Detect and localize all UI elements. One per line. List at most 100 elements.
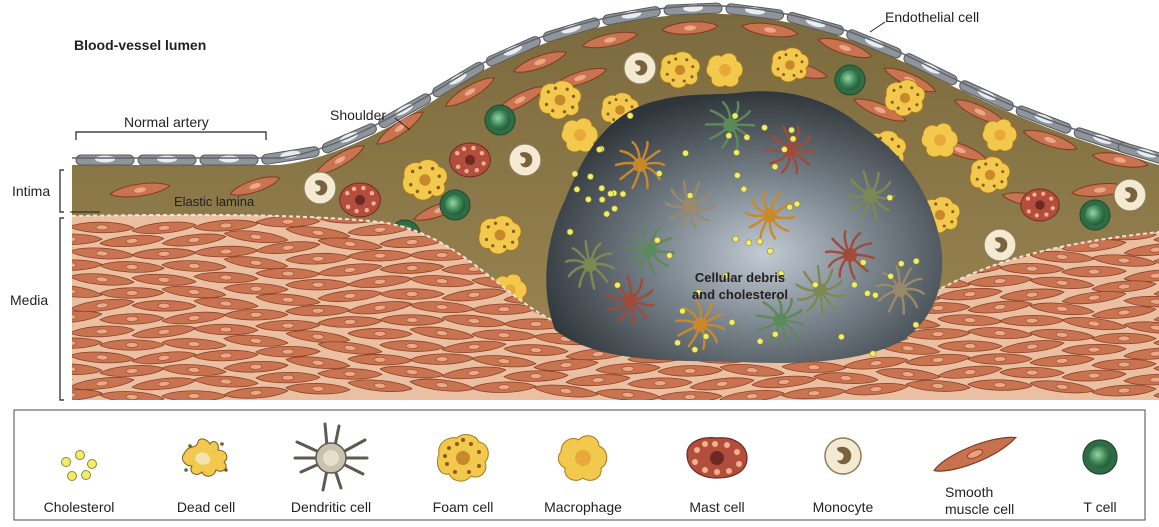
shoulder-label: Shoulder xyxy=(330,107,386,123)
cholesterol-crystal xyxy=(692,347,698,353)
cholesterol-crystal xyxy=(787,204,793,210)
cholesterol-crystal xyxy=(772,164,778,170)
cholesterol-crystal xyxy=(887,195,893,201)
legend-label-mast-cell: Mast cell xyxy=(689,499,744,515)
cholesterol-crystal xyxy=(572,171,578,177)
legend-label-smooth-muscle-line2: muscle cell xyxy=(945,501,1014,517)
cholesterol-crystal xyxy=(757,338,763,344)
t-cell-icon xyxy=(1083,440,1117,474)
smooth-muscle-cell xyxy=(1092,333,1156,344)
smooth-muscle-cell xyxy=(8,268,73,285)
legend-label-cholesterol: Cholesterol xyxy=(44,499,115,515)
smooth-muscle-cell xyxy=(8,374,72,387)
cholesterol-crystal xyxy=(599,185,605,191)
cholesterol-crystal xyxy=(585,196,591,202)
cholesterol-crystal xyxy=(812,282,818,288)
normal-artery-label: Normal artery xyxy=(124,114,209,130)
cholesterol-crystal xyxy=(596,147,602,153)
smooth-muscle-cell xyxy=(8,346,73,362)
cholesterol-crystal xyxy=(679,308,685,314)
cholesterol-crystal xyxy=(729,319,735,325)
mast-cell-icon xyxy=(687,438,747,478)
intima-label: Intima xyxy=(12,183,50,199)
cholesterol-crystal xyxy=(687,193,693,199)
monocyte xyxy=(984,229,1016,261)
mast-cell xyxy=(1021,189,1059,221)
cholesterol-crystal xyxy=(746,240,752,246)
monocyte xyxy=(509,144,541,176)
legend-label-smooth-muscle-line1: Smooth xyxy=(945,484,993,500)
monocyte-icon xyxy=(825,438,861,474)
smooth-muscle-cell xyxy=(162,391,226,402)
cholesterol-crystal xyxy=(612,206,618,212)
cholesterol-crystal xyxy=(726,133,732,139)
t-cell xyxy=(485,105,515,135)
cholesterol-crystal xyxy=(620,191,626,197)
t-cell xyxy=(835,65,865,95)
core-label-line2: and cholesterol xyxy=(692,287,788,302)
cholesterol-crystal xyxy=(870,351,876,357)
cholesterol-crystal xyxy=(838,334,844,340)
smooth-muscle-cell xyxy=(38,388,103,403)
t-cell xyxy=(440,190,470,220)
cholesterol-crystal xyxy=(794,201,800,207)
endothelial-cell xyxy=(138,155,196,165)
smooth-muscle-cell xyxy=(8,219,72,230)
media-bracket xyxy=(60,218,64,400)
cholesterol-crystal xyxy=(567,229,573,235)
cholesterol-crystal xyxy=(762,125,768,131)
cholesterol-crystal xyxy=(703,333,709,339)
cholesterol-crystal xyxy=(734,150,740,156)
cholesterol-crystal xyxy=(744,134,750,140)
smooth-muscle-cell xyxy=(100,340,164,351)
mast-cell xyxy=(450,143,491,177)
cholesterol-crystal xyxy=(734,172,740,178)
smooth-muscle-cell xyxy=(8,321,73,336)
cholesterol-crystal xyxy=(898,261,904,267)
cholesterol-crystal xyxy=(683,150,689,156)
cholesterol-crystal xyxy=(599,197,605,203)
legend-label-t-cell: T cell xyxy=(1083,499,1116,515)
cholesterol-crystal xyxy=(888,273,894,279)
legend-label-monocyte: Monocyte xyxy=(813,499,874,515)
cholesterol-crystal xyxy=(656,170,662,176)
t-cell xyxy=(1080,200,1110,230)
cholesterol-crystal xyxy=(913,322,919,328)
cholesterol-crystal xyxy=(772,331,778,337)
endothelial-cell xyxy=(76,155,134,165)
cholesterol-crystal xyxy=(654,237,660,243)
cholesterol-crystal xyxy=(675,340,681,346)
cholesterol-crystal xyxy=(666,252,672,258)
cholesterol-crystal xyxy=(851,282,857,288)
cholesterol-crystal xyxy=(732,113,738,119)
media-label: Media xyxy=(10,292,48,308)
legend: Cholesterol Dead cell Dendritic cell xyxy=(14,410,1145,520)
monocyte xyxy=(304,172,336,204)
cholesterol-crystal xyxy=(864,290,870,296)
legend-label-dead-cell: Dead cell xyxy=(177,499,235,515)
intima-bracket xyxy=(60,170,64,212)
cholesterol-crystal xyxy=(604,211,610,217)
page-title: Blood-vessel lumen xyxy=(74,37,206,53)
cholesterol-crystal xyxy=(790,136,796,142)
legend-label-dendritic-cell: Dendritic cell xyxy=(291,499,371,515)
monocyte xyxy=(624,52,656,84)
cholesterol-crystal xyxy=(614,282,620,288)
cholesterol-crystal xyxy=(789,127,795,133)
cholesterol-crystal xyxy=(767,248,773,254)
cholesterol-crystal xyxy=(781,146,787,152)
cholesterol-crystal xyxy=(608,191,614,197)
legend-label-foam-cell: Foam cell xyxy=(433,499,494,515)
cholesterol-crystal xyxy=(627,113,633,119)
monocyte xyxy=(1114,179,1146,211)
endothelial-leader xyxy=(870,22,885,32)
cholesterol-crystal xyxy=(860,259,866,265)
endothelial-cell xyxy=(200,155,258,165)
normal-artery-bracket xyxy=(76,132,266,140)
cholesterol-crystal xyxy=(587,174,593,180)
endothelial-cell-label: Endothelial cell xyxy=(885,9,979,25)
mast-cell xyxy=(340,183,381,217)
cholesterol-crystal xyxy=(733,236,739,242)
smooth-muscle-cell xyxy=(380,289,444,300)
